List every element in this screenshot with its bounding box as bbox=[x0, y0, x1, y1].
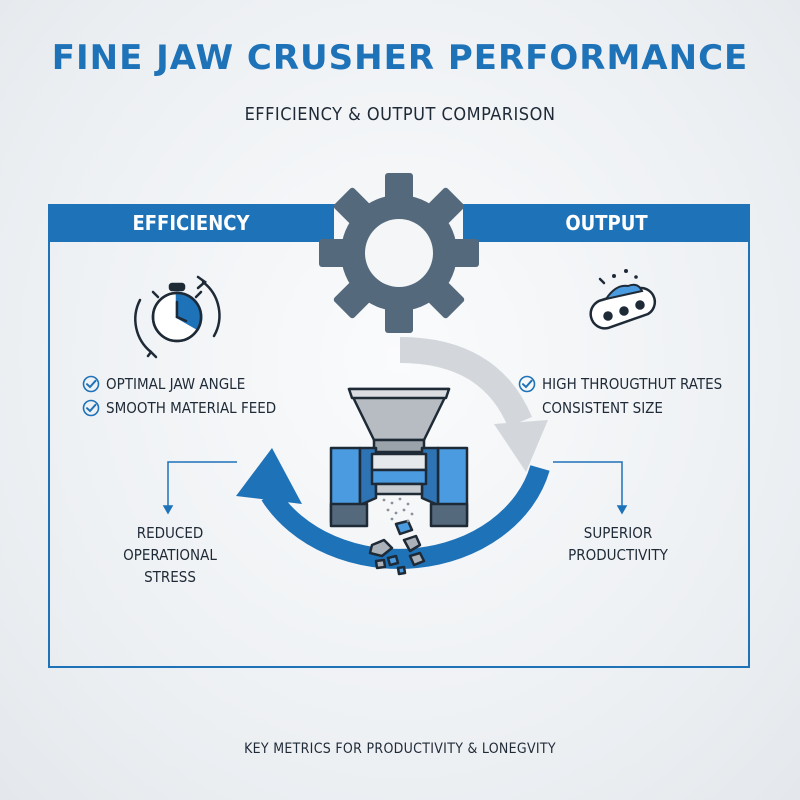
list-item: SMOOTH MATERIAL FEED bbox=[82, 396, 276, 420]
efficiency-heading: EFFICIENCY bbox=[132, 211, 250, 235]
output-heading: OUTPUT bbox=[565, 211, 648, 235]
list-item: CONSISTENT SIZE bbox=[518, 396, 722, 420]
falling-particles bbox=[382, 497, 414, 523]
stopwatch-icon bbox=[134, 275, 221, 359]
output-note: SUPERIOR PRODUCTIVITY bbox=[548, 522, 688, 566]
output-header-bar bbox=[463, 204, 750, 242]
check-circle-icon bbox=[518, 375, 536, 393]
checklist-label: HIGH THROUGTHUT RATES bbox=[542, 375, 723, 393]
efficiency-note: REDUCED OPERATIONAL STRESS bbox=[100, 522, 240, 588]
efficiency-header-bar bbox=[48, 204, 334, 242]
checklist-label: OPTIMAL JAW ANGLE bbox=[106, 375, 246, 393]
page-subtitle: EFFICIENCY & OUTPUT COMPARISON bbox=[244, 104, 556, 125]
output-checklist: HIGH THROUGTHUT RATES CONSISTENT SIZE bbox=[518, 372, 722, 420]
efficiency-checklist: OPTIMAL JAW ANGLE SMOOTH MATERIAL FEED bbox=[82, 372, 276, 420]
page-title: FINE JAW CRUSHER PERFORMANCE bbox=[51, 38, 749, 78]
note-line: PRODUCTIVITY bbox=[568, 546, 668, 564]
checklist-spacer bbox=[518, 399, 536, 417]
list-item: HIGH THROUGTHUT RATES bbox=[518, 372, 722, 396]
jaw-crusher-illustration bbox=[329, 387, 469, 576]
right-connector bbox=[553, 461, 628, 515]
check-circle-icon bbox=[82, 375, 100, 393]
checklist-label: SMOOTH MATERIAL FEED bbox=[106, 399, 277, 417]
note-line: OPERATIONAL bbox=[123, 546, 217, 564]
gear-icon bbox=[319, 173, 479, 333]
check-circle-icon bbox=[82, 399, 100, 417]
note-line: SUPERIOR bbox=[583, 524, 653, 542]
list-item: OPTIMAL JAW ANGLE bbox=[82, 372, 276, 396]
footer-caption: KEY METRICS FOR PRODUCTIVITY & LONEGVITY bbox=[244, 741, 556, 757]
gray-flow-arrow bbox=[399, 337, 548, 472]
note-line: REDUCED bbox=[136, 524, 204, 542]
conveyor-icon bbox=[589, 269, 657, 330]
left-connector bbox=[162, 461, 237, 515]
checklist-label: CONSISTENT SIZE bbox=[542, 399, 663, 417]
note-line: STRESS bbox=[144, 568, 196, 586]
